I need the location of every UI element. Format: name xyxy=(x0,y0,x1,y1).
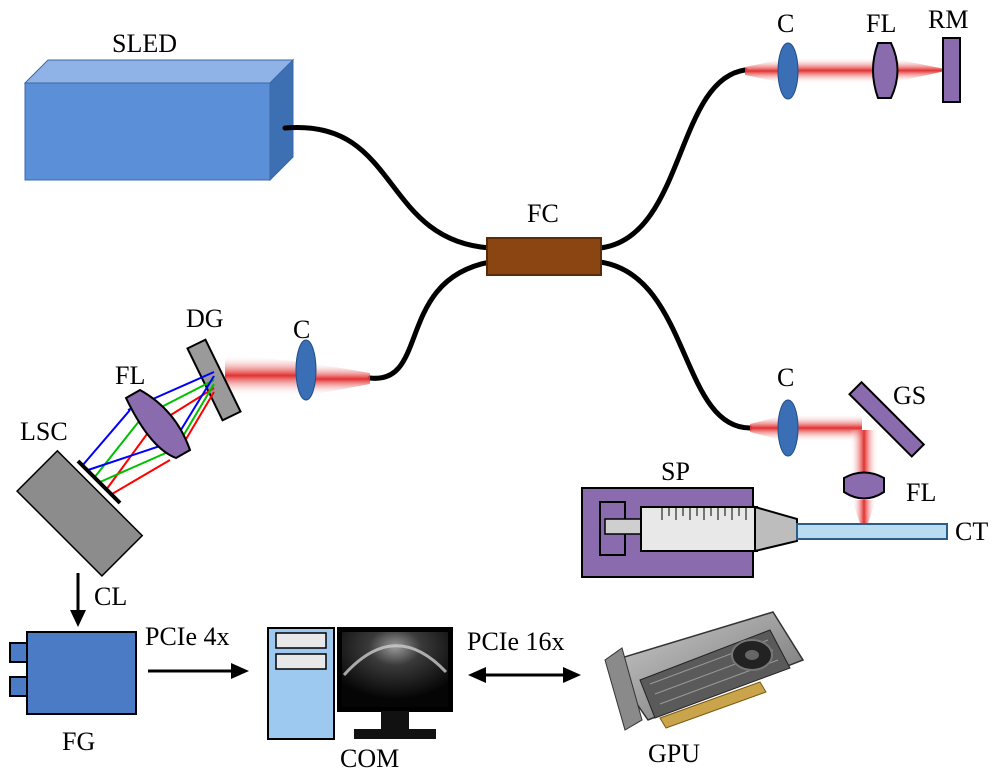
reference-arm xyxy=(745,37,961,103)
fl-spec-label: FL xyxy=(115,361,145,390)
gpu-card xyxy=(604,611,805,731)
sp-label: SP xyxy=(661,457,690,486)
reference-beam-collimated xyxy=(788,57,875,84)
gs-label: GS xyxy=(893,381,926,410)
computer xyxy=(267,627,453,740)
fl-ref-label: FL xyxy=(866,9,896,38)
spectrum-rays xyxy=(81,371,215,495)
fiber-sled-to-coupler xyxy=(282,124,493,251)
fiber-coupler-to-spectrometer xyxy=(367,259,493,381)
fiber-network xyxy=(282,67,753,431)
fiber-coupler xyxy=(486,237,602,276)
fg-label: FG xyxy=(62,727,95,756)
c-ref-label: C xyxy=(777,9,794,38)
sample-arm xyxy=(750,380,926,535)
spectrometer-beam-diverging xyxy=(306,362,370,396)
syringe-pump xyxy=(581,487,798,578)
lsc-label: LSC xyxy=(20,417,68,446)
sled-source xyxy=(23,58,295,182)
sample-beam-focused xyxy=(852,500,876,535)
spectrometer-focusing-lens xyxy=(124,388,192,460)
rm-label: RM xyxy=(928,5,968,34)
oct-image xyxy=(342,632,448,707)
camera-link-arrow xyxy=(70,573,86,627)
pcie4-arrow xyxy=(148,663,249,679)
ct-label: CT xyxy=(955,517,988,546)
reference-beam-diverging xyxy=(745,58,788,84)
capillary-tube xyxy=(796,523,948,540)
monitor-stand xyxy=(381,711,409,729)
spectrometer-beam-collimated xyxy=(225,355,306,396)
fc-label: FC xyxy=(527,199,559,228)
gpu-label: GPU xyxy=(648,739,700,768)
spectrometer-collimator-lens xyxy=(295,339,317,401)
sample-beam-down xyxy=(850,430,878,480)
sample-collimator-lens xyxy=(777,399,799,457)
reference-mirror xyxy=(942,37,961,103)
spectrometer xyxy=(16,338,370,577)
fiber-coupler-to-reference xyxy=(597,67,748,251)
line-scan-sensor xyxy=(76,459,122,505)
fiber-coupler-to-sample xyxy=(597,259,753,431)
line-scan-camera xyxy=(16,449,144,577)
sled-label: SLED xyxy=(112,29,177,58)
reference-focusing-lens xyxy=(872,42,899,99)
com-label: COM xyxy=(340,744,399,769)
galvo-scanner xyxy=(848,380,926,458)
reference-beam-focused xyxy=(890,58,950,83)
cl-label: CL xyxy=(94,582,127,611)
pcie16-arrow xyxy=(468,667,581,683)
frame-grabber xyxy=(9,631,137,715)
pcie16-label: PCIe 16x xyxy=(467,627,565,656)
pcie4-label: PCIe 4x xyxy=(145,622,230,651)
sample-beam-collimated xyxy=(788,414,862,442)
fl-sample-label: FL xyxy=(906,478,936,507)
gpu-pcie-connector xyxy=(659,681,767,729)
sample-focusing-lens xyxy=(843,471,885,500)
gpu-bracket xyxy=(604,647,643,731)
reference-collimator-lens xyxy=(777,42,799,100)
dg-label: DG xyxy=(186,304,224,333)
c-spec-label: C xyxy=(293,315,310,344)
c-sample-label: C xyxy=(777,363,794,392)
syringe-scale xyxy=(661,507,747,520)
monitor-base xyxy=(354,729,436,739)
